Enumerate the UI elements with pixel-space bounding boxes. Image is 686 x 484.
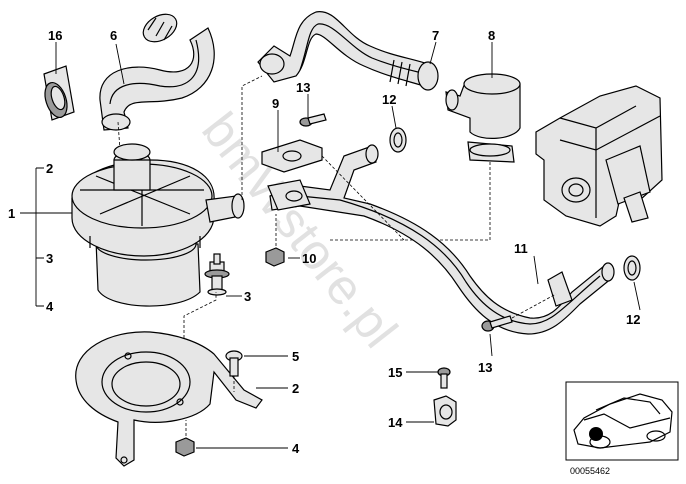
callout-2-lower: 2	[292, 381, 299, 396]
part-8-valve	[330, 73, 521, 241]
callout-13-upper: 13	[296, 80, 310, 95]
part-3-rubber-mount	[204, 253, 230, 296]
callouts: 1 2 3 4 16 6 7 8 13 9 12 10 3 11 12 13 5…	[8, 28, 640, 456]
reference-number: 00055462	[570, 466, 610, 476]
part-15-bolt	[437, 367, 451, 389]
part-12-ring-upper	[389, 127, 407, 153]
callout-2: 2	[46, 161, 53, 176]
callout-11: 11	[514, 241, 528, 256]
callout-9: 9	[272, 96, 279, 111]
part-9-gasket	[261, 139, 405, 241]
callout-16: 16	[48, 28, 62, 43]
callout-13-lower: 13	[478, 360, 492, 375]
callout-14: 14	[388, 415, 403, 430]
callout-1: 1	[8, 206, 15, 221]
location-marker	[589, 427, 603, 441]
part-5-bolt	[225, 350, 243, 392]
leader-lines	[20, 41, 641, 449]
callout-12-upper: 12	[382, 92, 396, 107]
callout-6: 6	[110, 28, 117, 43]
part-13-bolt-lower	[481, 293, 557, 332]
part-7-hose	[241, 11, 439, 200]
callout-8: 8	[488, 28, 495, 43]
part-6-intake-hose	[99, 13, 215, 151]
callout-5: 5	[292, 349, 299, 364]
callout-4-lower: 4	[292, 441, 300, 456]
part-12-ring-lower	[623, 255, 641, 281]
car-thumbnail	[565, 381, 679, 461]
engine-block	[535, 85, 663, 227]
callout-12-lower: 12	[626, 312, 640, 327]
part-10-nut	[265, 214, 285, 267]
callout-3: 3	[46, 251, 53, 266]
part-16-grommet	[43, 65, 75, 121]
callout-3-lower: 3	[244, 289, 251, 304]
callout-10: 10	[302, 251, 316, 266]
part-1-air-pump	[71, 143, 245, 307]
callout-4: 4	[46, 299, 54, 314]
part-2-bracket	[75, 292, 263, 467]
part-13-bolt-upper	[299, 113, 327, 127]
part-4-nut	[175, 420, 195, 457]
callout-15: 15	[388, 365, 402, 380]
callout-7: 7	[432, 28, 439, 43]
part-14-clamp	[433, 395, 457, 427]
part-11-pipe	[267, 144, 615, 335]
